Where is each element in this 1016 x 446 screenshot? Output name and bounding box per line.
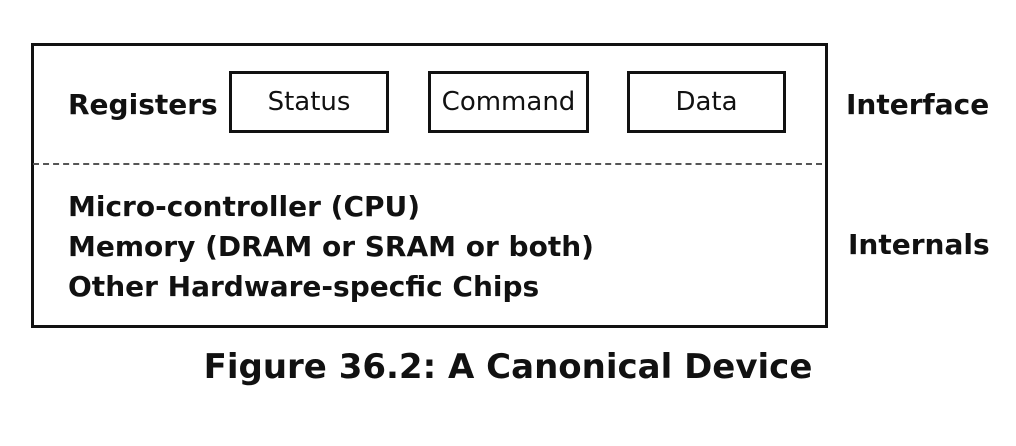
internals-item-memory: Memory (DRAM or SRAM or both)	[68, 230, 594, 263]
figure-caption: Figure 36.2: A Canonical Device	[203, 347, 813, 387]
device-box	[31, 43, 828, 328]
interface-internals-divider	[33, 163, 822, 165]
registers-label: Registers	[68, 88, 218, 121]
internals-item-chips: Other Hardware-specfic Chips	[68, 270, 540, 303]
data-register-box: Data	[627, 71, 786, 133]
command-register-box: Command	[428, 71, 589, 133]
internals-list: Micro-controller (CPU) Memory (DRAM or S…	[68, 187, 594, 307]
internals-label: Internals	[848, 228, 990, 261]
status-register-box: Status	[229, 71, 389, 133]
interface-label: Interface	[846, 88, 990, 121]
internals-item-cpu: Micro-controller (CPU)	[68, 190, 421, 223]
